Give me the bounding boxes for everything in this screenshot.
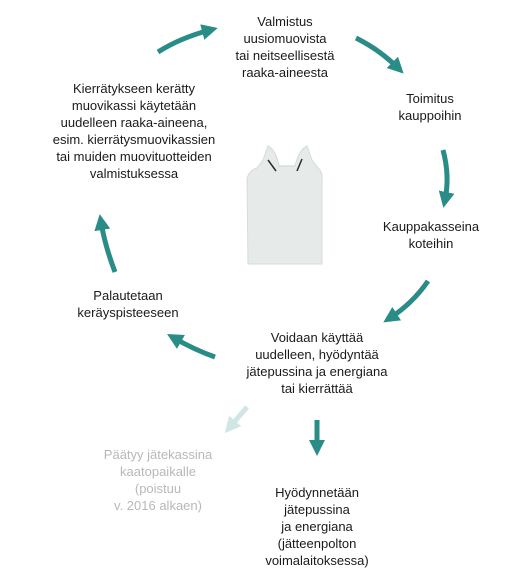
node-shopping-bags: Kauppakasseina koteihin [382, 219, 480, 251]
node-manufacture: Valmistus uusiomuovista tai neitseellise… [235, 14, 335, 80]
arrow-shopping-to-reuse [383, 279, 431, 323]
node-landfill: Päätyy jätekassina kaatopaikalle (poistu… [103, 447, 213, 513]
arrow-manufacture-to-delivery [354, 35, 404, 74]
node-energy: Hyödynnetään jätepussina ja energiana (j… [265, 485, 369, 568]
node-reuse: Voidaan käyttää uudelleen, hyödyntää jät… [246, 330, 388, 396]
arrow-reuse-to-collection [167, 334, 216, 360]
node-delivery: Toimitus kauppoihin [398, 91, 462, 123]
arrow-reuse-to-landfill [224, 405, 249, 434]
arrow-delivery-to-shopping [438, 149, 455, 208]
node-collection: Palautetaan keräyspisteeseen [77, 288, 179, 320]
arrow-collection-to-recycled [94, 214, 118, 273]
plastic-bag-icon [246, 145, 323, 265]
node-recycled: Kierrätykseen kerätty muovikassi käytetä… [52, 81, 216, 181]
arrow-recycled-to-manufacture [156, 24, 218, 55]
